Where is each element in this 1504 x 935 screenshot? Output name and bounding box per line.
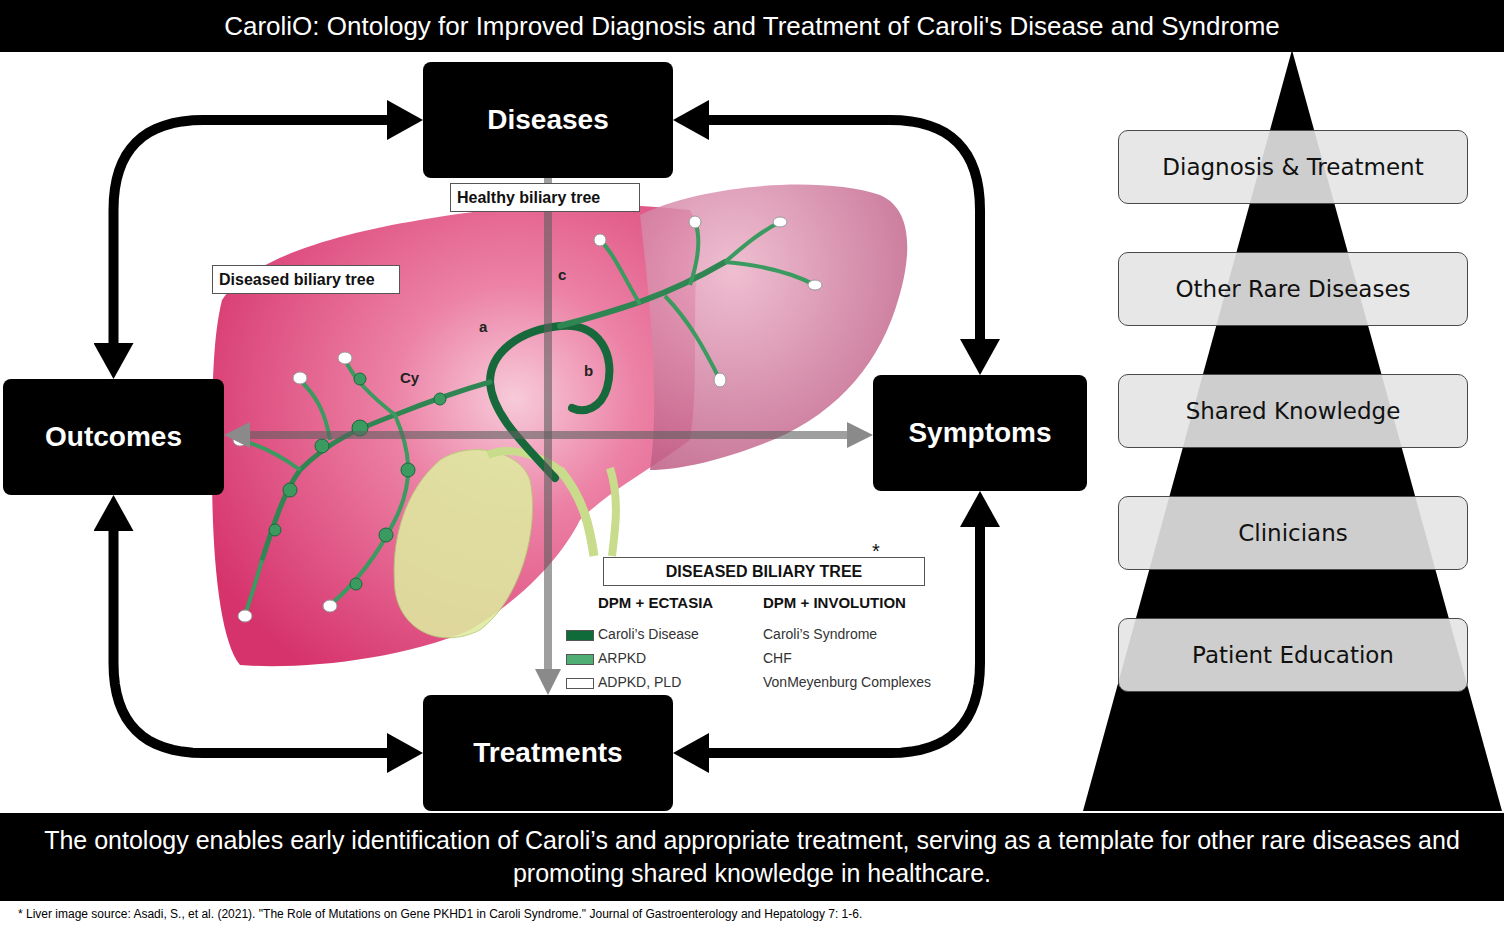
duct-cyst — [401, 463, 415, 477]
duct-tip — [233, 434, 247, 446]
duct-branch — [665, 296, 720, 380]
axis-arrow — [544, 178, 552, 669]
caption-text: The ontology enables early identificatio… — [0, 824, 1504, 890]
node-text: Clinicians — [1238, 520, 1348, 546]
duct-tip — [808, 280, 822, 290]
node-text: Diseases — [487, 104, 608, 136]
legend-swatch — [566, 654, 594, 665]
callout-letter: c — [558, 266, 566, 283]
figure-tag: Diseased biliary tree — [212, 265, 400, 294]
duct-tip — [238, 610, 252, 622]
duct-branch — [240, 440, 300, 470]
table-header: DPM + INVOLUTION — [763, 594, 906, 611]
source-note: * Liver image source: Asadi, S., et al. … — [18, 907, 862, 921]
node-text: Diseased biliary tree — [219, 271, 375, 289]
duct-tip — [293, 372, 307, 384]
right-duct — [560, 262, 725, 326]
legend-text: ARPKD — [598, 650, 646, 666]
duct-branch — [725, 222, 780, 262]
pyramid-shape — [1083, 50, 1502, 811]
pyramid-tier: Clinicians — [1118, 496, 1468, 570]
duct-branch — [345, 360, 395, 415]
node-text: Outcomes — [45, 421, 182, 453]
cycle-arrow — [709, 120, 980, 339]
node-text: Symptoms — [908, 417, 1051, 449]
concept-box: Symptoms — [873, 375, 1087, 491]
duct-cyst — [350, 578, 362, 590]
title-text: CaroliO: Ontology for Improved Diagnosis… — [224, 11, 1280, 41]
duct-tip — [773, 217, 787, 227]
table-header: DPM + ECTASIA — [598, 594, 713, 611]
duct-cyst — [315, 439, 329, 453]
duct-tip — [594, 234, 606, 246]
legend-swatch — [566, 678, 594, 689]
concept-box: Outcomes — [3, 379, 224, 495]
table-cell: VonMeyenburg Complexes — [763, 674, 931, 690]
duct-tip — [323, 600, 337, 612]
concept-box: Diseases — [423, 62, 673, 178]
title-bar: CaroliO: Ontology for Improved Diagnosis… — [0, 0, 1504, 52]
node-text: Diagnosis & Treatment — [1162, 154, 1423, 180]
gallbladder — [394, 450, 532, 638]
node-text: DISEASED BILIARY TREE — [666, 563, 862, 581]
pyramid-tier: Shared Knowledge — [1118, 374, 1468, 448]
duct-branch — [690, 222, 698, 285]
cycle-arrow — [114, 120, 388, 343]
duct-cyst — [354, 373, 366, 385]
figure-tag: Healthy biliary tree — [450, 183, 640, 212]
duct-tip — [338, 352, 352, 364]
duct-branch — [330, 415, 408, 605]
hepatic-duct — [610, 468, 616, 556]
duct-cyst — [379, 528, 393, 542]
liver-right-lobe — [640, 185, 907, 470]
duct-tip — [689, 216, 701, 228]
node-text: Shared Knowledge — [1186, 398, 1401, 424]
callout-letter: a — [479, 318, 487, 335]
left-duct — [262, 382, 490, 560]
callout-letter: Cy — [400, 369, 419, 386]
concept-box: Treatments — [423, 695, 673, 811]
common-bile-duct — [560, 470, 594, 556]
callout-letter: b — [584, 362, 593, 379]
duct-cyst — [269, 524, 281, 536]
duct-branch — [600, 240, 640, 304]
footnote-mark: * — [872, 540, 880, 563]
node-text: Treatments — [473, 737, 622, 769]
legend-swatch — [566, 630, 594, 641]
duct-branch — [245, 560, 262, 615]
cycle-arrow — [114, 531, 388, 753]
table-cell: CHF — [763, 650, 792, 666]
table-cell: Caroli’s Syndrome — [763, 626, 877, 642]
duct-branch — [725, 262, 815, 285]
pyramid-tier: Patient Education — [1118, 618, 1468, 692]
node-text: Other Rare Diseases — [1175, 276, 1410, 302]
pyramid-tier: Diagnosis & Treatment — [1118, 130, 1468, 204]
node-text: Patient Education — [1192, 642, 1394, 668]
legend-text: Caroli’s Disease — [598, 626, 699, 642]
node-text: Healthy biliary tree — [457, 189, 600, 207]
pyramid-tier: Other Rare Diseases — [1118, 252, 1468, 326]
legend-text: ADPKD, PLD — [598, 674, 681, 690]
caption-bar: The ontology enables early identificatio… — [0, 813, 1504, 901]
duct-tip — [714, 373, 726, 387]
duct-cyst — [434, 393, 446, 405]
duct-cyst — [283, 483, 297, 497]
